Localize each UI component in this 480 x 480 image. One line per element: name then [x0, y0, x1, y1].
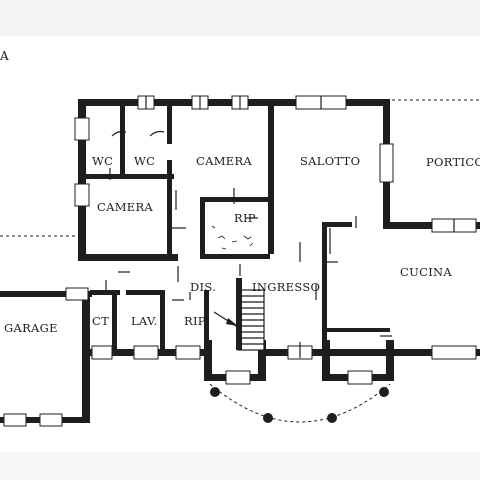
room-labels: WC WC CAMERA SALOTTO PORTICO CAMERA RIP …	[4, 154, 480, 335]
room-label-camera-left: CAMERA	[97, 200, 153, 214]
room-label-portico: PORTICO	[426, 155, 480, 169]
room-label-garage: GARAGE	[4, 321, 58, 335]
terrace-columns	[210, 387, 389, 423]
room-label-rip-lower: RIP	[184, 314, 206, 328]
interior-walls	[82, 104, 390, 354]
room-label-cucina: CUCINA	[400, 265, 452, 279]
room-label-dis: DIS.	[190, 280, 216, 294]
room-label-ct: CT	[92, 314, 109, 328]
room-label-wc-left: WC	[92, 154, 113, 168]
door-marks	[105, 130, 392, 358]
room-label-ingresso: INGRESSO	[252, 280, 320, 294]
room-label-rip-upper: RIP	[234, 211, 256, 225]
rip-floor-pattern	[211, 225, 254, 250]
room-label-camera-top: CAMERA	[196, 154, 252, 168]
section-marker: A	[0, 49, 9, 63]
top-margin	[0, 0, 480, 36]
room-label-salotto: SALOTTO	[300, 154, 360, 168]
windows	[3, 95, 477, 427]
room-label-wc-right: WC	[134, 154, 155, 168]
bottom-margin	[0, 452, 480, 480]
exterior-dashed-lines	[0, 99, 480, 423]
staircase	[213, 278, 265, 351]
room-label-lav: LAV.	[131, 314, 158, 328]
